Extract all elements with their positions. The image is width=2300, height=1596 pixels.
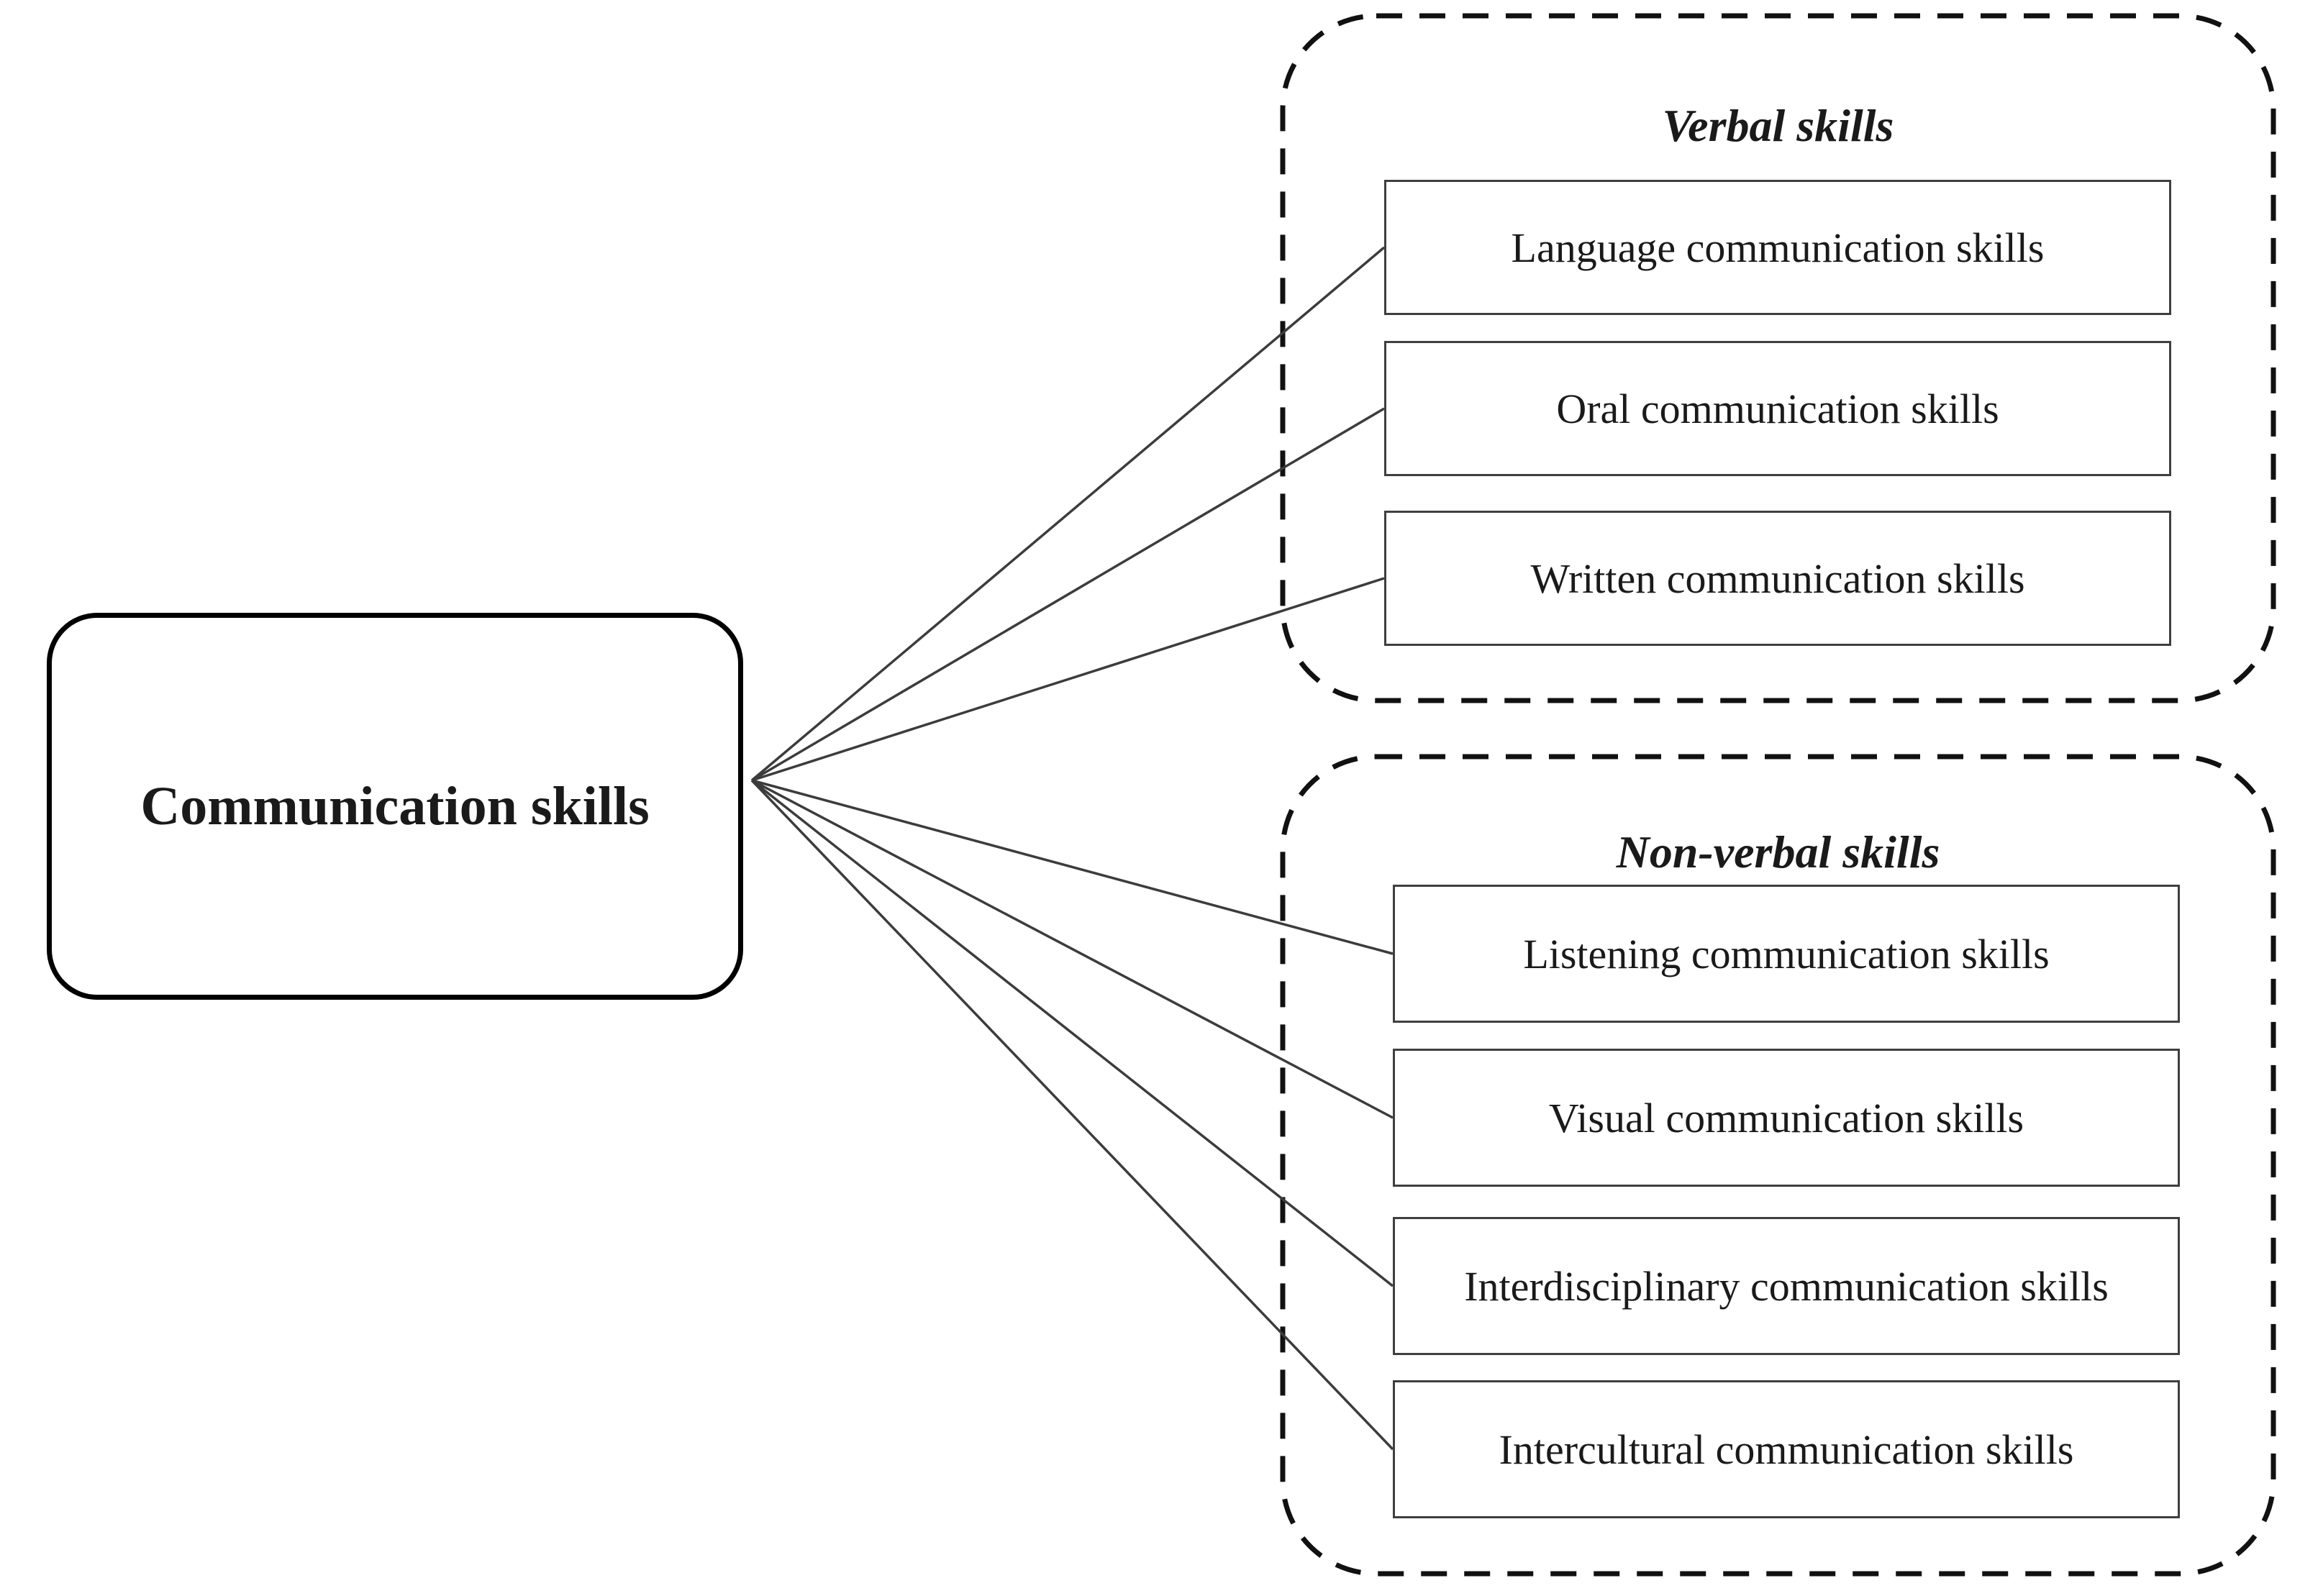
node-label: Listening communication skills xyxy=(1523,930,2050,977)
node-label: Language communication skills xyxy=(1511,224,2045,271)
connector-line-language xyxy=(750,246,1386,782)
group-title-verbal-skills: Verbal skills xyxy=(1662,100,1894,151)
node-interdisciplinary-communication-skills: Interdisciplinary communication skills xyxy=(1393,1217,2180,1355)
node-label: Visual communication skills xyxy=(1548,1094,2024,1141)
node-communication-skills: Communication skills xyxy=(47,613,743,1000)
verbal-group-border xyxy=(1280,13,2276,703)
group-title-nonverbal-skills: Non-verbal skills xyxy=(1616,826,1940,877)
node-visual-communication-skills: Visual communication skills xyxy=(1393,1049,2180,1187)
node-label: Interdisciplinary communication skills xyxy=(1464,1262,2109,1310)
node-written-communication-skills: Written communication skills xyxy=(1384,511,2171,646)
node-label: Oral communication skills xyxy=(1556,385,1999,432)
node-label: Written communication skills xyxy=(1530,555,2025,602)
node-listening-communication-skills: Listening communication skills xyxy=(1393,885,2180,1023)
root-node-label: Communication skills xyxy=(140,775,650,836)
connector-line-written xyxy=(751,577,1385,782)
connector-line-oral xyxy=(751,407,1385,782)
connector-line-intercultural xyxy=(750,779,1394,1451)
node-language-communication-skills: Language communication skills xyxy=(1384,180,2171,315)
node-label: Intercultural communication skills xyxy=(1499,1426,2074,1473)
connector-line-listening xyxy=(751,779,1394,955)
node-intercultural-communication-skills: Intercultural communication skills xyxy=(1393,1380,2180,1518)
node-oral-communication-skills: Oral communication skills xyxy=(1384,341,2171,476)
nonverbal-group-border xyxy=(1280,754,2276,1577)
connector-line-interdisciplinary xyxy=(750,779,1394,1287)
connector-line-visual xyxy=(751,779,1394,1119)
